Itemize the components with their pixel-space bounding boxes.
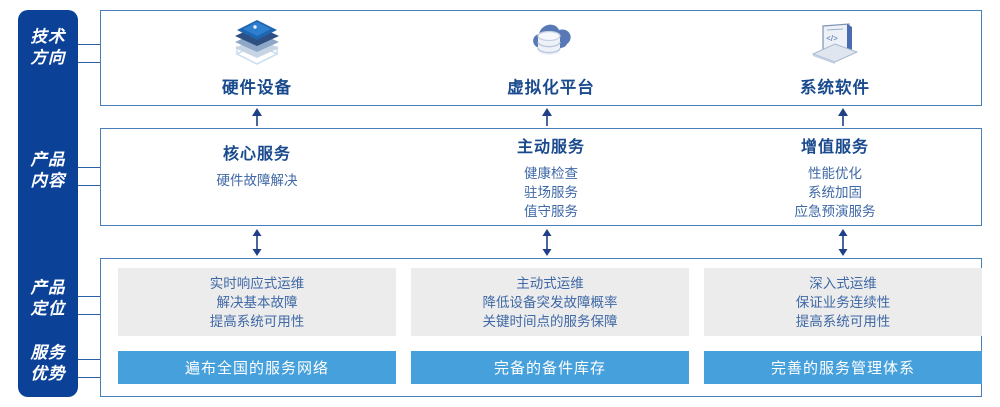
rail-label-line: 服务 [30, 344, 66, 362]
tech-column-title: 硬件设备 [222, 79, 292, 97]
rail-label-line: 方向 [30, 49, 66, 67]
connector-line [78, 314, 100, 315]
content-item: 应急预演服务 [794, 204, 876, 219]
positioning-box-proactive[interactable]: 主动式运维 降低设备突发故障概率 关键时间点的服务保障 [411, 268, 689, 336]
connector-line [78, 44, 100, 45]
arrow-bidirectional-icon [250, 229, 264, 256]
tech-column-virtualization[interactable]: 虚拟化平台 [404, 14, 698, 102]
rail-label-line: 内容 [30, 172, 66, 190]
arrow-up-icon [250, 108, 264, 126]
content-column-title: 核心服务 [222, 146, 291, 163]
content-column-proactive-service[interactable]: 主动服务 健康检查 驻场服务 值守服务 [404, 133, 698, 221]
rail-label-service-advantage: 服务 优势 [18, 343, 78, 385]
positioning-line: 深入式运维 [809, 275, 877, 291]
content-item: 硬件故障解决 [216, 173, 298, 188]
positioning-line: 主动式运维 [516, 275, 584, 291]
arrow-bidirectional-icon [540, 229, 554, 256]
left-category-rail [18, 10, 78, 397]
positioning-line: 降低设备突发故障概率 [482, 294, 618, 310]
connector-line [78, 296, 100, 297]
rail-label-line: 优势 [30, 365, 66, 383]
rail-label-line: 产品 [30, 279, 66, 297]
content-item: 健康检查 [524, 166, 578, 181]
content-item: 值守服务 [524, 204, 578, 219]
positioning-line: 提高系统可用性 [795, 313, 891, 329]
tech-column-title: 虚拟化平台 [507, 79, 595, 97]
positioning-line: 关键时间点的服务保障 [482, 313, 618, 329]
positioning-line: 提高系统可用性 [209, 313, 305, 329]
advantage-bar-service-network[interactable]: 遍布全国的服务网络 [118, 351, 396, 384]
advantage-bar-spare-parts[interactable]: 完备的备件库存 [411, 351, 689, 384]
positioning-line: 实时响应式运维 [209, 275, 305, 291]
tech-column-hardware[interactable]: 硬件设备 [110, 14, 404, 102]
rail-label-line: 技术 [30, 28, 66, 46]
advantage-bar-management-system[interactable]: 完善的服务管理体系 [704, 351, 982, 384]
arrow-bidirectional-icon [836, 229, 850, 256]
content-column-title: 增值服务 [800, 139, 869, 156]
connector-line [78, 377, 100, 378]
content-item: 性能优化 [808, 166, 862, 181]
rail-label-tech-direction: 技术 方向 [18, 27, 78, 69]
connector-line [78, 62, 100, 63]
positioning-line: 解决基本故障 [216, 294, 298, 310]
rail-label-line: 产品 [30, 151, 66, 169]
connector-line [78, 185, 100, 186]
content-column-value-added-service[interactable]: 增值服务 性能优化 系统加固 应急预演服务 [688, 133, 982, 221]
tech-column-title: 系统软件 [800, 79, 870, 97]
svg-text:</>: </> [826, 34, 838, 43]
content-item: 驻场服务 [524, 185, 578, 200]
laptop-code-icon: </> [688, 14, 982, 70]
positioning-line: 保证业务连续性 [795, 294, 891, 310]
connector-line [78, 359, 100, 360]
tech-column-system-software[interactable]: </> 系统软件 [688, 14, 982, 102]
content-item: 系统加固 [808, 185, 862, 200]
positioning-box-indepth[interactable]: 深入式运维 保证业务连续性 提高系统可用性 [704, 268, 982, 336]
rail-label-product-content: 产品 内容 [18, 150, 78, 192]
connector-line [78, 167, 100, 168]
content-column-core-service[interactable]: 核心服务 硬件故障解决 [110, 140, 404, 190]
positioning-box-realtime[interactable]: 实时响应式运维 解决基本故障 提高系统可用性 [118, 268, 396, 336]
rail-label-product-positioning: 产品 定位 [18, 278, 78, 320]
product-content-panel [100, 128, 982, 226]
cloud-database-icon [404, 14, 698, 70]
content-column-title: 主动服务 [516, 139, 585, 156]
server-stack-icon [110, 14, 404, 70]
arrow-up-icon [836, 108, 850, 126]
rail-label-line: 定位 [30, 300, 66, 318]
arrow-up-icon [540, 108, 554, 126]
